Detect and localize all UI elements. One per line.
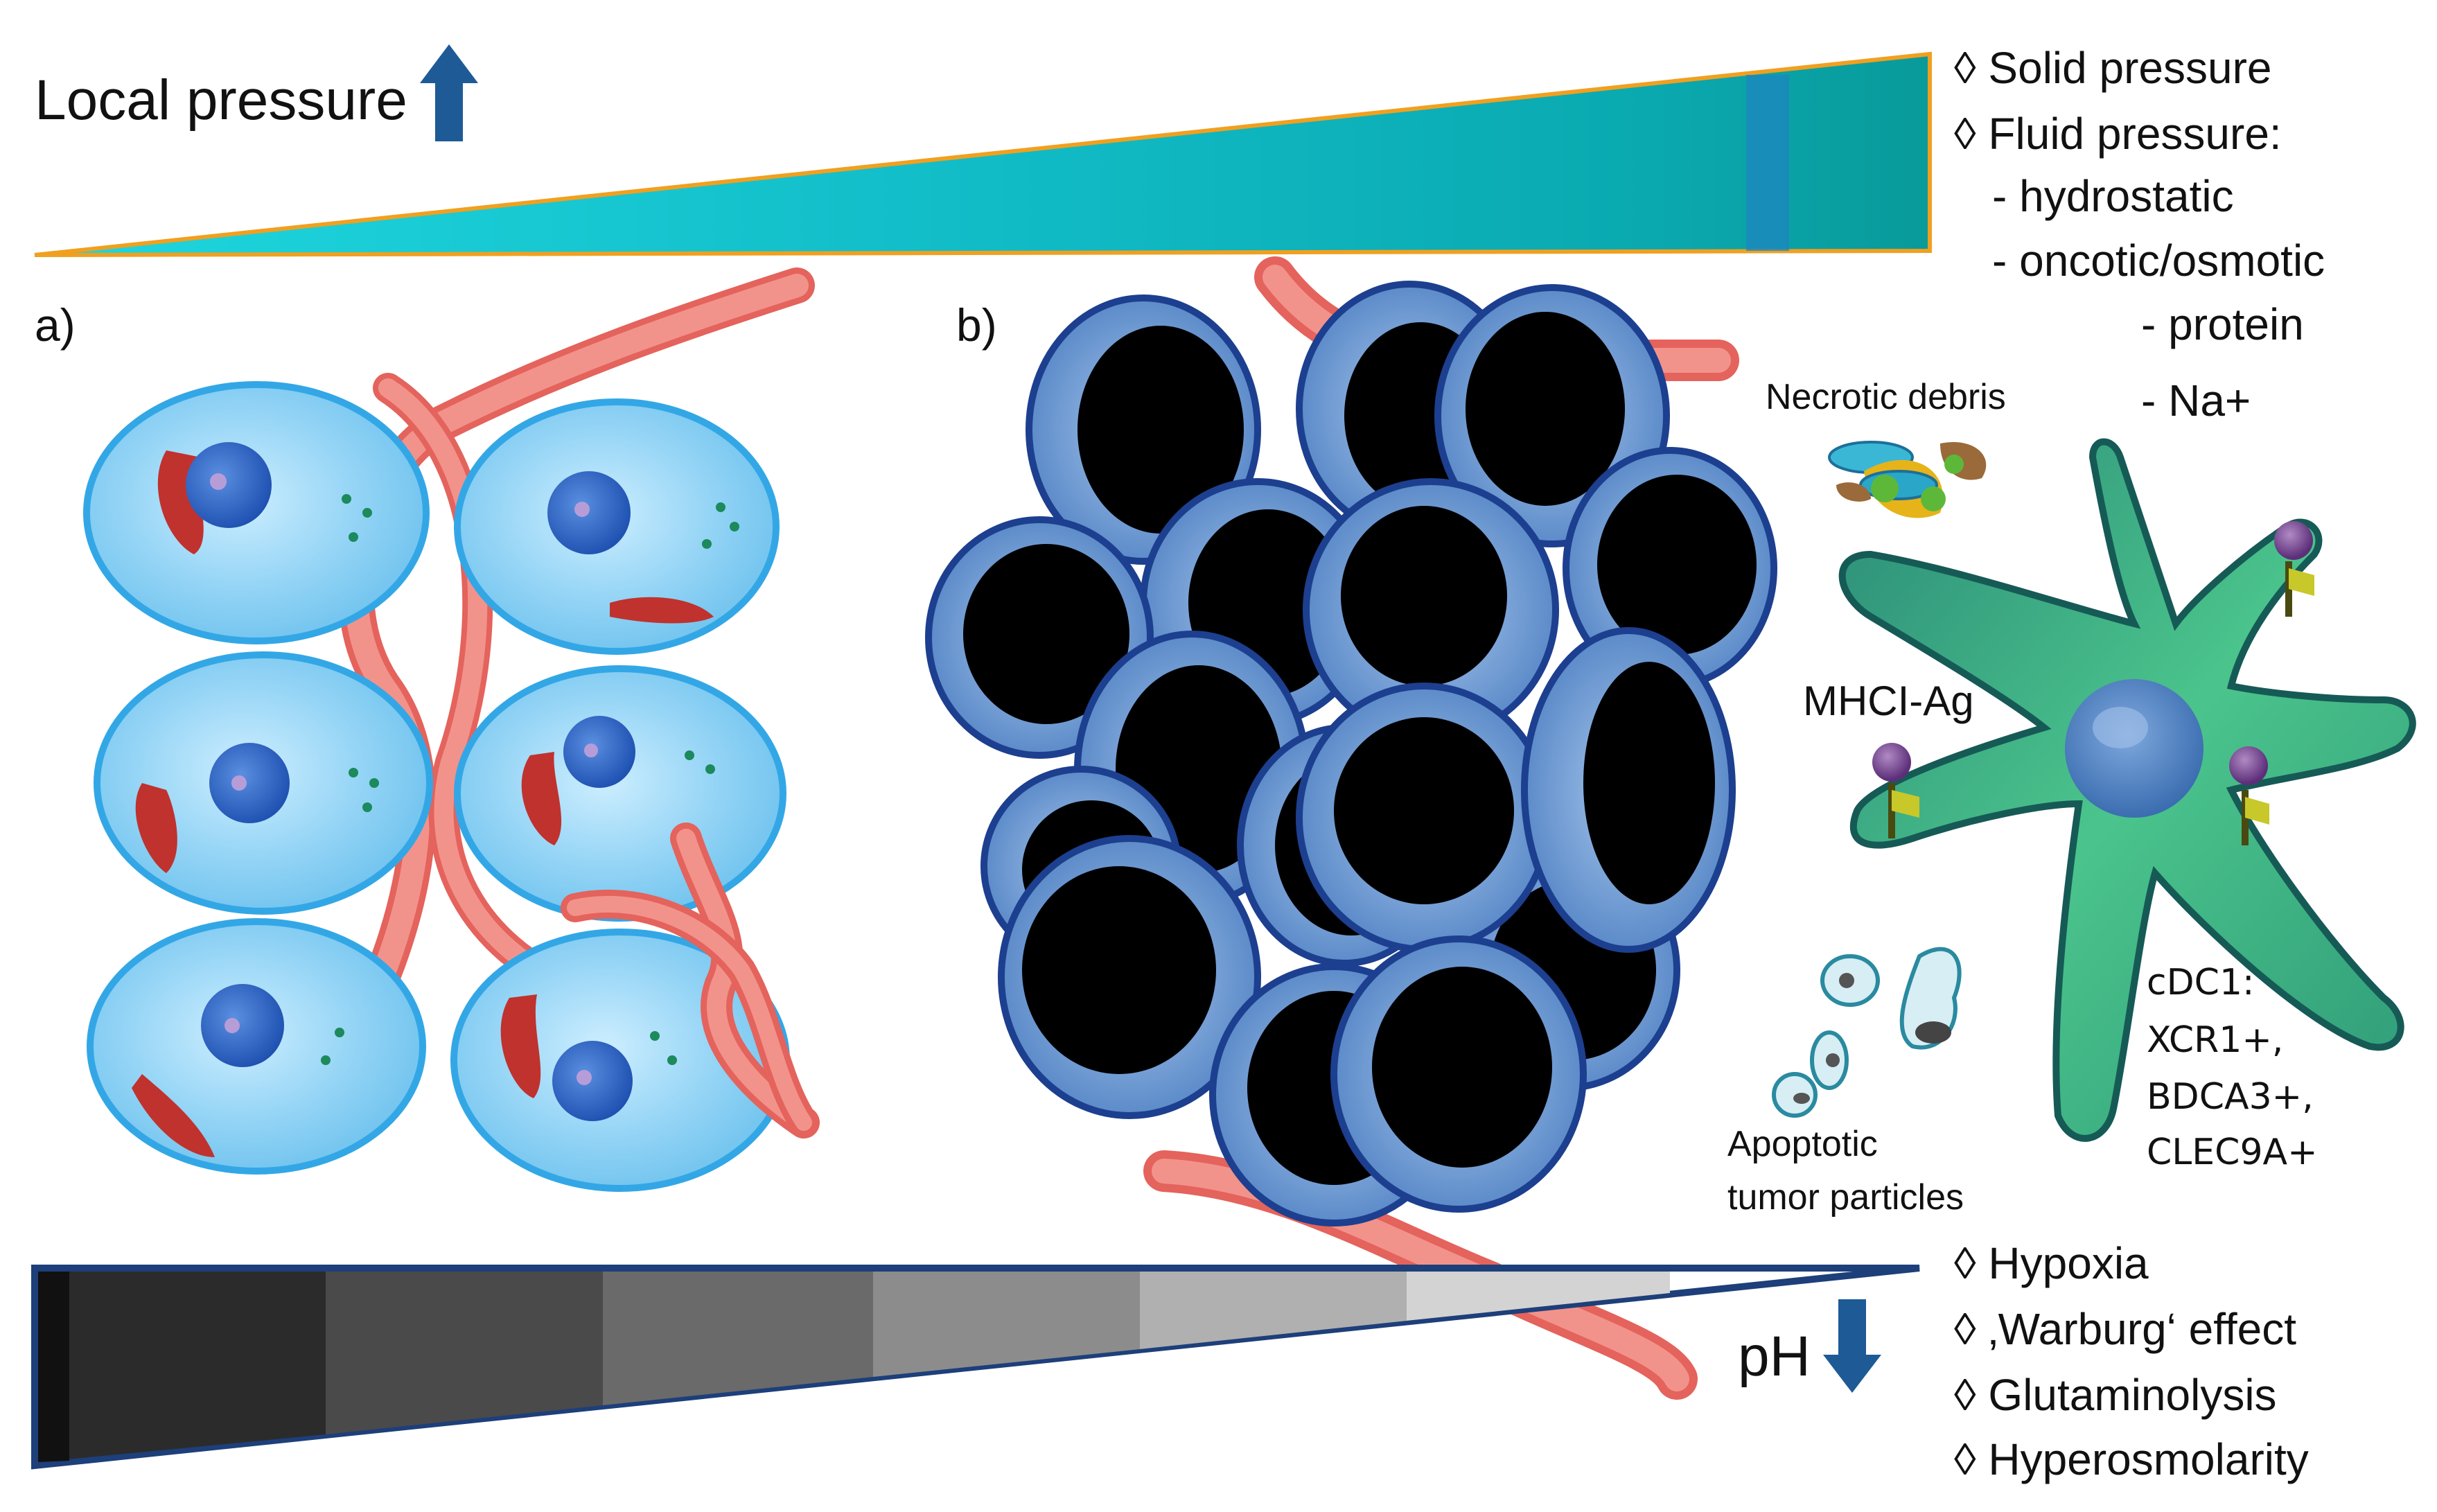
tumor-cell [1026,295,1261,565]
normal-tissue-panel [83,267,820,1192]
list-item: ◊ Glutaminolysis [1954,1370,2277,1420]
tumor-cell [1296,683,1552,953]
normal-cell [87,918,426,1175]
metabolic-factor-list: ◊ Hypoxia ◊ ‚Warburg‘ effect ◊ Glutamino… [1954,1238,2309,1484]
cdc1-markers: cDC1: XCR1+, BDCA3+, CLEC9A+ [2147,962,2318,1173]
normal-cell [83,381,430,644]
list-item: ◊ Solid pressure [1954,43,2272,93]
panel-b-label: b) [956,299,997,351]
list-item: - Na+ [2141,376,2251,425]
dendritic-cell [1838,438,2416,1142]
mhc-receptor [2229,746,2269,845]
tumor-cell [1330,935,1587,1213]
list-item: ◊ Hypoxia [1954,1238,2149,1288]
ph-label: pH [1738,1325,1811,1388]
ph-wedge [31,1265,1920,1470]
list-item: ◊ ‚Warburg‘ effect [1954,1304,2296,1354]
local-pressure-title: Local pressure [35,69,407,132]
mhc-receptor [1872,743,1919,838]
pressure-up-arrow-icon [420,44,478,141]
pressure-wedge [34,51,1932,257]
blood-vessel [561,823,820,1139]
normal-cell [94,651,433,915]
tumor-cell [1521,627,1736,953]
apoptotic-particles [1772,947,1962,1118]
cdc1-label: XCR1+, [2147,1019,2283,1061]
apoptotic-label: Apoptotic [1727,1124,1878,1164]
tumor-cell [925,516,1154,759]
necrotic-debris-label: Necrotic debris [1766,377,2006,417]
list-item: ◊ Hyperosmolarity [1954,1434,2309,1484]
normal-cell [454,398,780,655]
tumor-cell [1563,447,1777,689]
list-item: - protein [2141,299,2304,349]
mhc-receptor [2274,521,2314,617]
mhc-ag-label: MHCI-Ag [1803,678,1974,724]
cdc1-label: BDCA3+, [2147,1076,2314,1118]
tumor-cell [998,835,1261,1119]
tumor-tissue-panel [925,256,1777,1400]
apoptotic-label: tumor particles [1727,1177,1964,1217]
cdc1-label: CLEC9A+ [2147,1132,2318,1173]
list-item: ◊ Fluid pressure: [1954,109,2282,159]
list-item: - hydrostatic [1992,171,2234,221]
ph-down-arrow-icon [1823,1299,1881,1393]
tumor-cell [1303,478,1559,741]
panel-a-label: a) [35,299,76,351]
necrotic-debris [1828,441,1987,518]
pressure-factor-list: ◊ Solid pressure ◊ Fluid pressure: - hyd… [1954,43,2325,425]
list-item: - oncotic/osmotic [1992,236,2325,285]
cdc1-label: cDC1: [2147,962,2255,1003]
normal-cell [454,665,786,922]
